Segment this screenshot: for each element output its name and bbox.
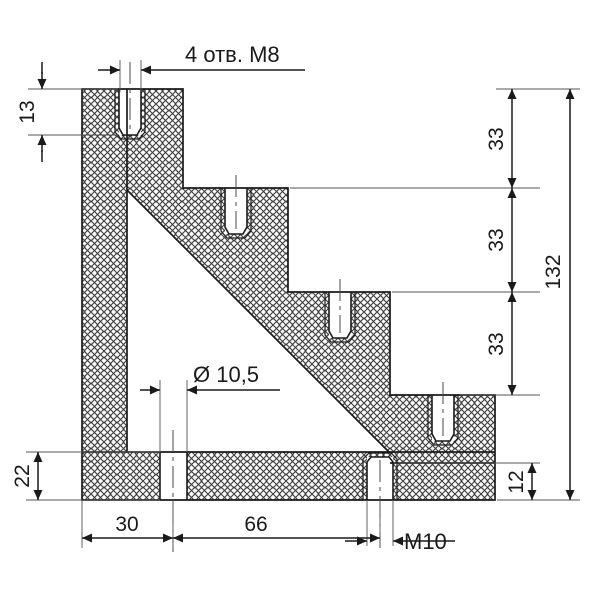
m8-hole-1: [114, 89, 146, 140]
dim-label-30: 30: [115, 513, 138, 536]
through-slot: [159, 452, 188, 500]
dim-label-132: 132: [542, 254, 565, 289]
holes-note-label: 4 отв. M8: [185, 42, 280, 67]
m8-hole-2: [220, 188, 252, 239]
bottom-flange-hatched: [82, 452, 495, 500]
thread-bottom-label: M10: [404, 529, 447, 554]
dim-label-33-b: 33: [485, 228, 508, 251]
m10-threaded-hole: [362, 452, 398, 500]
inner-void-profile: [126, 89, 390, 453]
m8-hole-4: [427, 395, 459, 446]
outer-profile: [81, 88, 496, 501]
left-wall-hatched: [82, 89, 127, 452]
dim-label-66: 66: [244, 513, 267, 536]
m8-threaded-holes: [114, 89, 459, 446]
dim-label-13: 13: [16, 100, 39, 123]
dimension-arrows: [33, 62, 575, 546]
m8-hole-3: [324, 292, 356, 343]
dim-label-22: 22: [11, 464, 34, 487]
bore-diameter-label: Ø 10,5: [193, 362, 259, 387]
dim-label-33-a: 33: [485, 127, 508, 150]
dim-label-12: 12: [505, 470, 528, 493]
dim-label-33-c: 33: [485, 332, 508, 355]
